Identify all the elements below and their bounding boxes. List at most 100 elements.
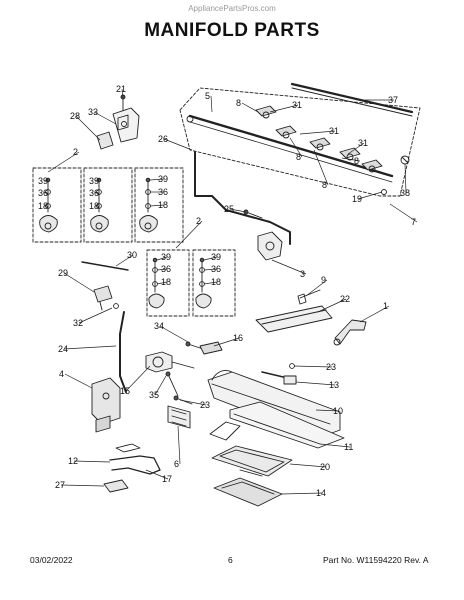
leader-line-c-36a [43,191,47,194]
callout-15-label: 15 [120,386,130,396]
screw-35 [165,371,179,397]
callout-5-label: 5 [205,91,210,101]
wire-harness-12 [109,455,161,475]
leader-line-c-35 [154,375,167,396]
leader-line-c-25 [229,208,247,213]
callout-7-label: 7 [411,217,416,227]
leader-line-c-39c [149,178,165,181]
screw-23-upper [289,363,295,369]
leader-line-c-3 [271,259,307,275]
leader-line-c-16 [213,337,240,347]
leader-line-c-18d [156,281,168,285]
leader-line-c-10 [315,409,340,412]
switch-29 [93,285,113,311]
igniter-bracket-6 [167,405,191,429]
leader-line-c-5 [210,95,213,113]
callout-31-label: 31 [329,126,339,136]
shield-14 [213,477,283,507]
callout-4-label: 4 [59,369,64,379]
leader-line-c-23b [179,399,207,406]
callout-1-label: 1 [383,301,388,311]
leader-line-c-31b [299,130,336,135]
manifold-valve-8-2 [275,125,297,139]
screw-23-lower [173,395,193,405]
callout-19-label: 19 [352,194,362,204]
manifold-valve-8-5 [361,159,383,173]
leader-line-c-26 [163,138,193,151]
callout-13-label: 13 [329,380,339,390]
callout-39-label: 39 [38,176,48,186]
callout-3-label: 3 [300,269,305,279]
leader-line-c-7 [389,203,418,223]
leader-line-c-22 [317,298,347,313]
manifold-valve-8-1 [255,105,277,119]
leader-line-c-34 [159,325,189,343]
regulator-3 [257,231,283,261]
footer-part-info: Part No. W11594220 Rev. A [323,555,429,565]
burner-valve-group-d [146,249,190,317]
leader-line-c-39a [43,179,47,182]
callout-2-label: 2 [196,216,201,226]
leader-line-c-11 [319,443,351,448]
leader-line-c-30 [115,254,134,267]
callout-28-label: 28 [70,111,80,121]
leader-line-c-31a [269,104,299,113]
heat-shield-22 [255,305,333,333]
callout-30-label: 30 [127,250,137,260]
leader-line-c-6 [177,425,181,465]
callout-34-label: 34 [154,321,164,331]
callout-35-label: 35 [149,390,159,400]
callout-33-label: 33 [88,107,98,117]
callout-8-label: 8 [322,180,327,190]
callout-17-label: 17 [162,474,172,484]
callout-29-label: 29 [58,268,68,278]
callout-18-label: 18 [158,200,168,210]
callout-8-label: 8 [296,152,301,162]
callout-39-label: 39 [211,252,221,262]
connector-17 [115,443,141,453]
callout-38-label: 38 [400,188,410,198]
leader-line-c-12 [73,460,111,463]
valve-bracket-33 [112,107,140,143]
callout-23-label: 23 [200,400,210,410]
callout-8-label: 8 [354,156,359,166]
callout-36-label: 36 [158,187,168,197]
callout-21-label: 21 [116,84,126,94]
manifold-assembly-5 [179,87,421,197]
callout-9-label: 9 [321,275,326,285]
callout-14-label: 14 [316,488,326,498]
leader-line-c-19 [357,191,383,200]
manifold-rail-37 [290,82,414,117]
footer-page-number: 6 [228,555,233,565]
leader-line-c-8d [313,149,329,186]
leader-line-c-2b [175,220,203,249]
burner-valve-group-b [83,167,133,243]
leader-line-c-38 [404,163,407,194]
fitting-19 [381,189,387,195]
leader-line-c-8c [341,157,361,162]
leader-line-c-8a [241,102,259,113]
leader-line-c-20 [289,463,327,468]
burner-valve-group-c [134,167,184,243]
callout-16-label: 16 [233,333,243,343]
watermark: AppliancePartsPros.com [188,4,276,13]
callout-22-label: 22 [340,294,350,304]
leader-line-c-1 [359,305,390,323]
burner-tray-11 [209,401,345,449]
callout-36-label: 36 [89,188,99,198]
callout-39-label: 39 [89,176,99,186]
callout-39-label: 39 [161,252,171,262]
callout-11-label: 11 [344,442,353,452]
igniter-wire-13 [261,371,297,385]
shield-20 [211,445,293,477]
burner-base-10 [207,369,341,439]
burner-valve-group-e [192,249,236,317]
callout-10-label: 10 [333,406,343,416]
leader-line-c-36e [203,268,218,271]
callout-32-label: 32 [73,318,83,328]
wire-30 [81,261,129,271]
callout-26-label: 26 [158,134,168,144]
callout-36-label: 36 [211,264,221,274]
leader-line-c-18c [149,204,165,207]
